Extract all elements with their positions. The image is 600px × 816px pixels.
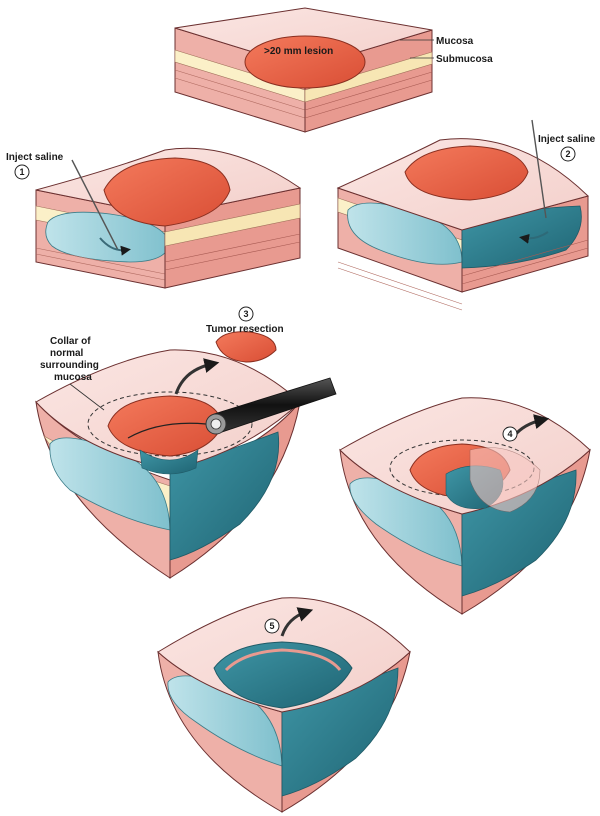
svg-text:4: 4 (507, 429, 512, 439)
submucosa-label: Submucosa (436, 54, 493, 65)
collar-label-line3: surrounding (40, 360, 99, 371)
panel-step-1: Inject saline 1 (6, 147, 302, 289)
panel-initial-lesion: >20 mm lesion Mucosa Submucosa (174, 7, 493, 133)
collar-label-line4: mucosa (54, 372, 92, 383)
lesion-label: >20 mm lesion (264, 46, 333, 57)
collar-label-line1: Collar of (50, 336, 91, 347)
inject-saline-label-1: Inject saline (6, 152, 64, 163)
panel-step-5: 5 (157, 597, 411, 813)
tumor-resection-label: Tumor resection (206, 324, 284, 335)
svg-text:5: 5 (269, 621, 274, 631)
lesion-shape (244, 35, 366, 89)
svg-text:2: 2 (565, 149, 570, 159)
collar-label-line2: normal (50, 348, 84, 359)
panel-step-4: 4 (339, 397, 591, 615)
panel-step-2: Inject saline 2 (336, 119, 596, 311)
step-3-badge (238, 306, 254, 322)
step-4-badge (502, 426, 518, 442)
svg-text:1: 1 (19, 167, 24, 177)
inject-saline-label-2: Inject saline (538, 134, 596, 145)
panel-step-3: 3 Tumor resection Collar of normal surro… (35, 306, 337, 579)
step-5-badge (264, 618, 280, 634)
step-2-badge (560, 146, 576, 162)
mucosa-label: Mucosa (436, 36, 474, 47)
step-1-badge (14, 164, 30, 180)
svg-text:3: 3 (243, 309, 248, 319)
